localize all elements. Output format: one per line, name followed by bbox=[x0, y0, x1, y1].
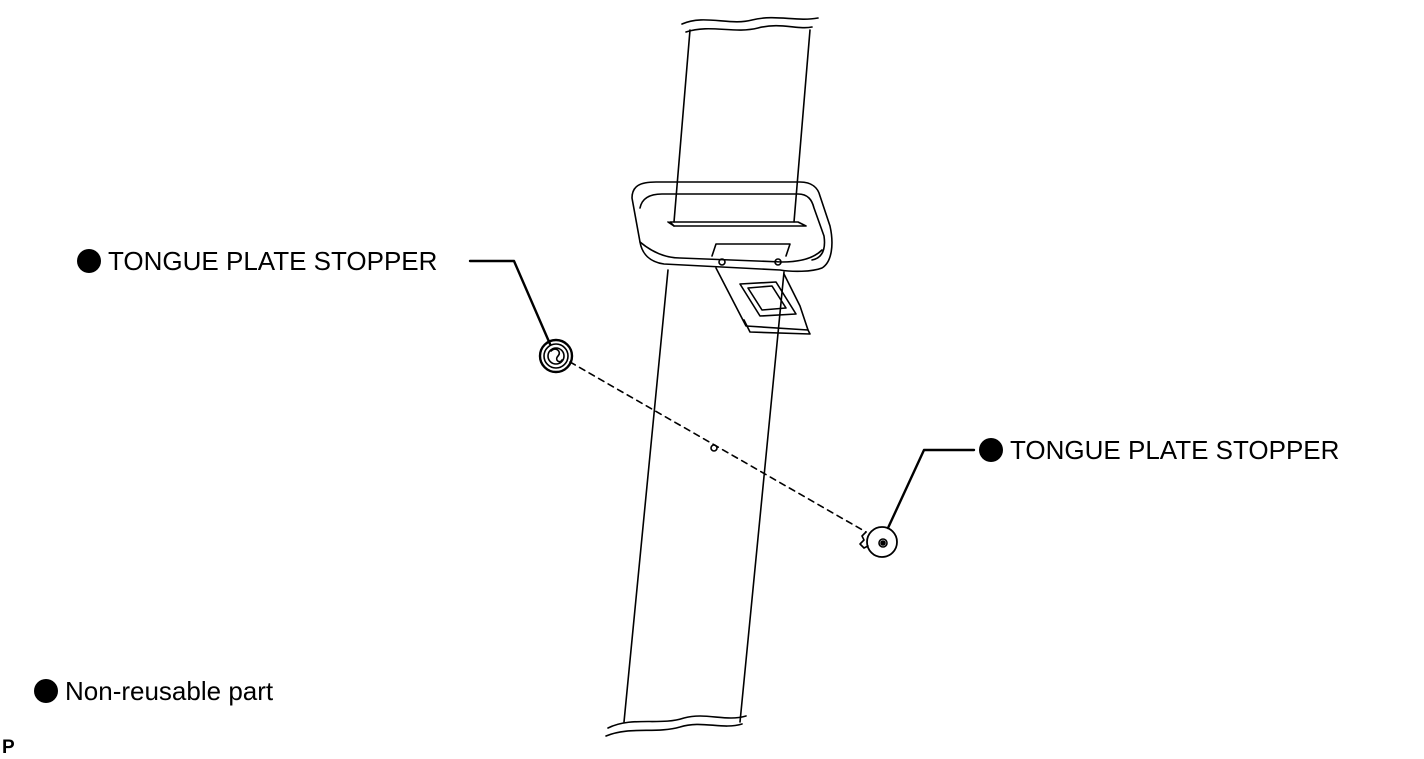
non-reusable-dot-icon bbox=[77, 249, 101, 273]
non-reusable-dot-icon bbox=[979, 438, 1003, 462]
legend-label: Non-reusable part bbox=[65, 676, 274, 706]
tongue-plate-stopper-right bbox=[859, 526, 898, 558]
callout-tongue-plate-stopper-left: TONGUE PLATE STOPPER bbox=[77, 246, 437, 276]
belt-webbing-upper bbox=[673, 16, 819, 223]
callout-label: TONGUE PLATE STOPPER bbox=[108, 246, 438, 276]
filled-circle-icon bbox=[34, 679, 58, 703]
tongue-plate bbox=[631, 181, 833, 335]
callout-label: TONGUE PLATE STOPPER bbox=[1010, 435, 1340, 465]
callout-tongue-plate-stopper-right: TONGUE PLATE STOPPER bbox=[979, 435, 1339, 465]
belt-webbing-lower bbox=[605, 269, 785, 737]
leader-line-right bbox=[886, 448, 976, 530]
leader-line-left bbox=[468, 259, 552, 346]
legend-non-reusable-part: Non-reusable part bbox=[34, 676, 273, 706]
belt-hole bbox=[710, 444, 718, 452]
figure-code: P bbox=[2, 737, 15, 758]
installation-path bbox=[569, 361, 867, 533]
tongue-plate-stopper-left bbox=[538, 338, 574, 374]
